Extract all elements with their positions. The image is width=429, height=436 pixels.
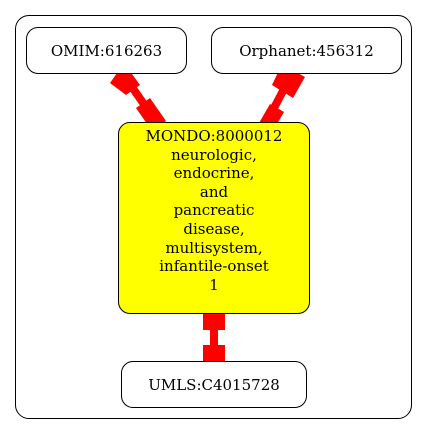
node-orphanet-label: Orphanet:456312: [239, 41, 374, 60]
node-mondo-line: 1: [209, 275, 219, 294]
edge-mondo-umls: [203, 308, 225, 367]
node-mondo-text: MONDO:8000012 neurologic, endocrine, and…: [146, 127, 283, 294]
node-mondo-line: multisystem,: [165, 238, 263, 257]
node-umls-label: UMLS:C4015728: [148, 375, 280, 394]
node-mondo-line: disease,: [183, 219, 245, 238]
node-umls[interactable]: UMLS:C4015728: [121, 361, 307, 408]
cluster-boundary: [15, 15, 412, 419]
node-omim[interactable]: OMIM:616263: [26, 27, 187, 74]
node-mondo-line: infantile-onset: [159, 257, 269, 276]
node-mondo-line: endocrine,: [173, 164, 255, 183]
node-orphanet[interactable]: Orphanet:456312: [211, 27, 402, 74]
edge-orphanet-mondo: [259, 64, 305, 131]
node-mondo[interactable]: MONDO:8000012 neurologic, endocrine, and…: [118, 122, 310, 314]
node-mondo-line: pancreatic: [173, 201, 255, 220]
node-mondo-line: and: [199, 182, 229, 201]
node-mondo-line: neurologic,: [171, 145, 257, 164]
node-omim-label: OMIM:616263: [50, 41, 163, 60]
node-mondo-line: MONDO:8000012: [145, 127, 283, 145]
